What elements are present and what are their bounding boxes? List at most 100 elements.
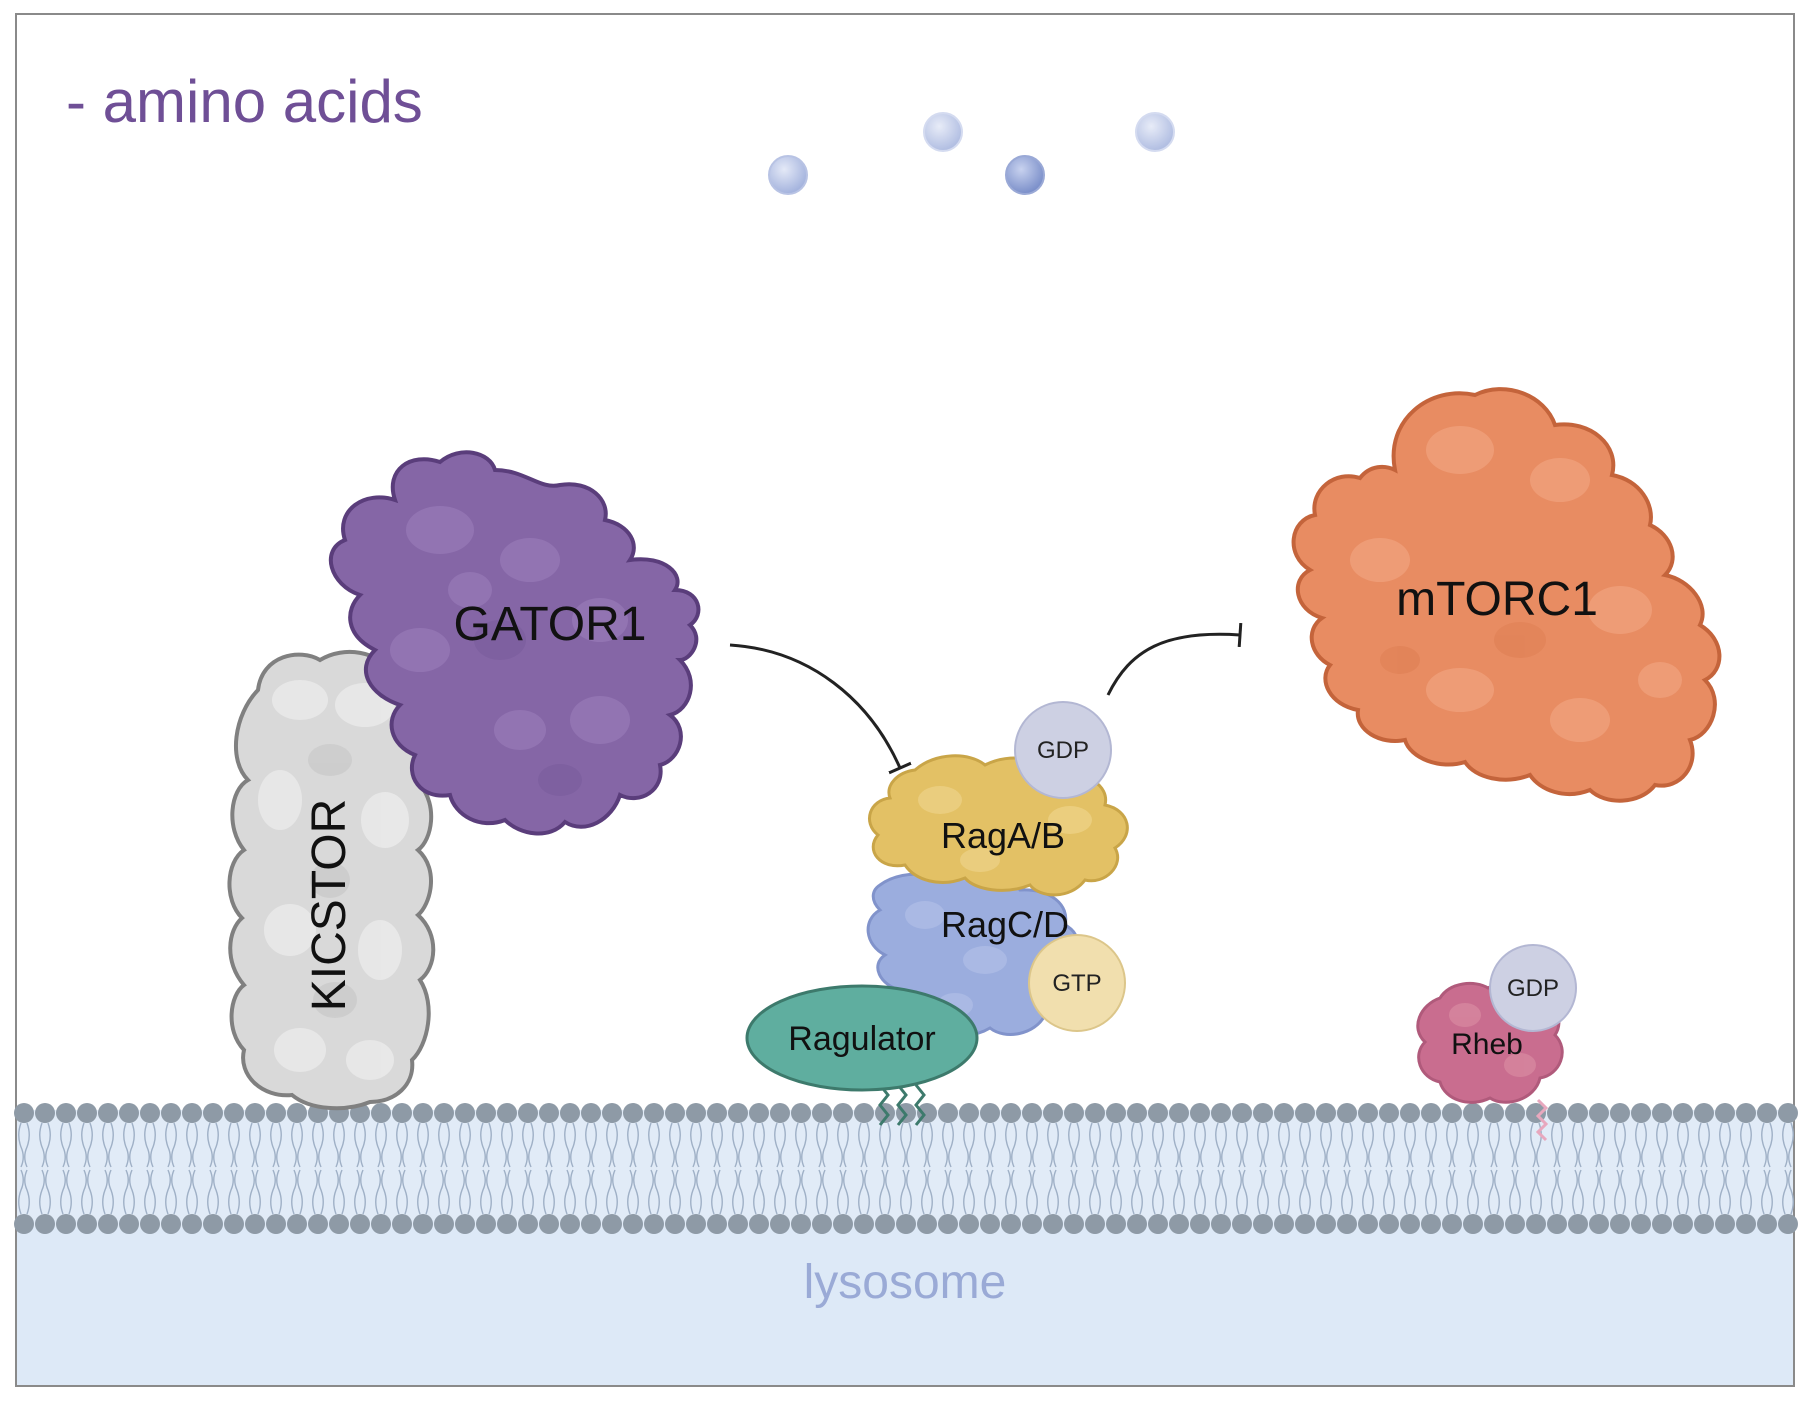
lipid-tail [1452, 1122, 1458, 1168]
lipid-tail [165, 1169, 171, 1215]
lipid-head [77, 1214, 97, 1234]
lipid-tail [864, 1169, 870, 1215]
lysosomal-membrane [14, 1103, 1798, 1234]
lipid-tail [333, 1169, 339, 1215]
lipid-tail [381, 1122, 387, 1168]
lipid-tail [675, 1169, 681, 1215]
lipid-tail [1410, 1169, 1416, 1215]
lipid-tail [549, 1122, 555, 1168]
lipid-tail [717, 1122, 723, 1168]
lipid-tail [1137, 1169, 1143, 1215]
gator1-label: GATOR1 [454, 598, 647, 651]
lipid-tail [255, 1122, 261, 1168]
lipid-head [1106, 1214, 1126, 1234]
lipid-tail [144, 1122, 150, 1168]
lipid-head [833, 1103, 853, 1123]
lipid-head [1169, 1103, 1189, 1123]
lipid-tail [1278, 1122, 1284, 1168]
lysosome-label: lysosome [804, 1256, 1007, 1309]
lipid-tail [39, 1122, 45, 1168]
lipid-tail [1572, 1169, 1578, 1215]
lipid-head [119, 1214, 139, 1234]
lipid-head [665, 1103, 685, 1123]
lipid-tail [417, 1122, 423, 1168]
lipid-head [1589, 1103, 1609, 1123]
lipid-head [833, 1214, 853, 1234]
lipid-tail [549, 1169, 555, 1215]
lipid-tail [1032, 1169, 1038, 1215]
lipid-tail [270, 1169, 276, 1215]
lipid-tail [486, 1169, 492, 1215]
lipid-head [1274, 1103, 1294, 1123]
lipid-tail [1131, 1122, 1137, 1168]
amino-acid-dot [768, 155, 808, 195]
lipid-tail [1746, 1169, 1752, 1215]
lipid-tail [423, 1169, 429, 1215]
lipid-tail [1761, 1169, 1767, 1215]
lipid-tail [732, 1169, 738, 1215]
lipid-tail [1641, 1122, 1647, 1168]
lipid-tail [1236, 1122, 1242, 1168]
lipid-head [413, 1103, 433, 1123]
lipid-tail [39, 1169, 45, 1215]
lipid-head [1505, 1214, 1525, 1234]
lipid-tail [192, 1169, 198, 1215]
lipid-tail [1767, 1122, 1773, 1168]
lipid-tail [234, 1169, 240, 1215]
lipid-tail [648, 1169, 654, 1215]
lipid-tail [1488, 1122, 1494, 1168]
lipid-tail [921, 1169, 927, 1215]
lipid-tail [1431, 1122, 1437, 1168]
lipid-tail [1173, 1169, 1179, 1215]
lipid-tail [1557, 1122, 1563, 1168]
lipid-head [1673, 1214, 1693, 1234]
lipid-head [1631, 1214, 1651, 1234]
lipid-tail [969, 1169, 975, 1215]
lipid-tail [171, 1122, 177, 1168]
lipid-tail [843, 1169, 849, 1215]
lipid-tail [318, 1169, 324, 1215]
lipid-tail [942, 1169, 948, 1215]
lipid-head [161, 1103, 181, 1123]
lipid-head [245, 1103, 265, 1123]
lipid-tail [885, 1122, 891, 1168]
lipid-tail [522, 1122, 528, 1168]
lipid-tail [528, 1169, 534, 1215]
lipid-tail [381, 1169, 387, 1215]
lipid-tail [45, 1122, 51, 1168]
lipid-tail [1005, 1169, 1011, 1215]
lipid-tail [375, 1169, 381, 1215]
lipid-tail [1782, 1169, 1788, 1215]
lipid-tail [1362, 1169, 1368, 1215]
lipid-head [707, 1103, 727, 1123]
lipid-tail [1089, 1122, 1095, 1168]
lipid-tail [633, 1169, 639, 1215]
lipid-tail [1494, 1169, 1500, 1215]
lipid-tail [906, 1122, 912, 1168]
lipid-tail [1425, 1169, 1431, 1215]
lipid-head [917, 1214, 937, 1234]
lipid-tail [423, 1122, 429, 1168]
lipid-tail [354, 1169, 360, 1215]
lipid-head [35, 1103, 55, 1123]
lipid-tail [18, 1169, 24, 1215]
lipid-tail [444, 1169, 450, 1215]
lipid-head [1694, 1103, 1714, 1123]
lipid-tail [129, 1169, 135, 1215]
gator1-inhibits-rag-arrow [729, 643, 912, 775]
ragcd-label: RagC/D [941, 904, 1069, 945]
lipid-tail [1299, 1122, 1305, 1168]
lipid-head [1253, 1103, 1273, 1123]
lipid-head [728, 1103, 748, 1123]
rheb-gdp-label: GDP [1507, 975, 1559, 1002]
mtorc1-complex: mTORC1 [1291, 387, 1722, 803]
lipid-tail [774, 1122, 780, 1168]
lipid-head [1442, 1214, 1462, 1234]
lipid-tail [150, 1122, 156, 1168]
lipid-head [1505, 1103, 1525, 1123]
lipid-tail [186, 1122, 192, 1168]
lipid-tail [858, 1122, 864, 1168]
lipid-tail [1179, 1122, 1185, 1168]
lipid-head [1421, 1214, 1441, 1234]
